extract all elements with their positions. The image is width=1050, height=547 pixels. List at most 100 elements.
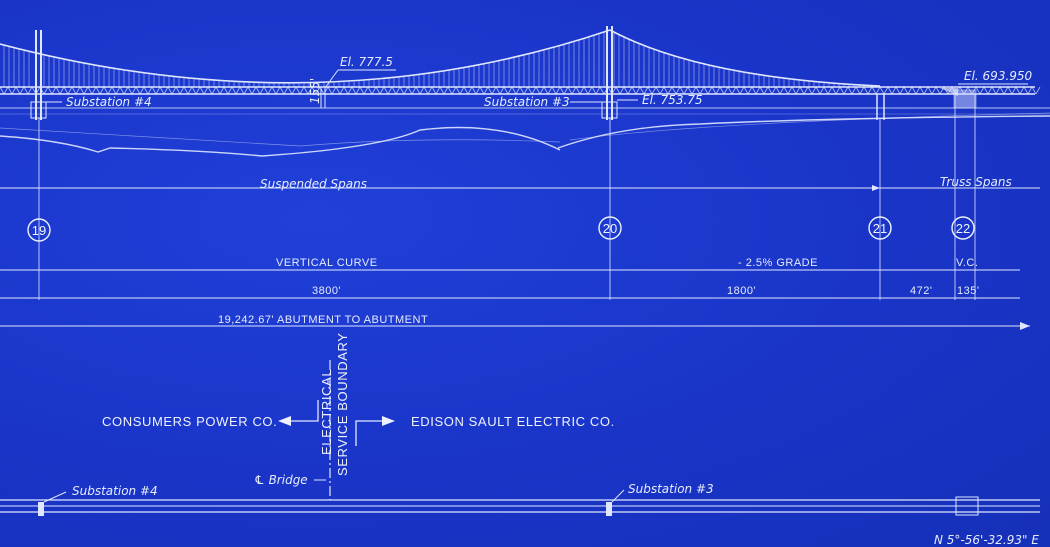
truss-web-member — [51, 86, 57, 95]
elevation-top-label: El. 777.5 — [340, 55, 393, 69]
truss-web-member — [723, 86, 729, 95]
truss-web-member — [1007, 86, 1013, 95]
truss-web-member — [411, 86, 417, 95]
truss-web-member — [11, 86, 17, 95]
truss-web-member — [147, 86, 153, 95]
plan-substation-4-label: Substation #4 — [72, 484, 158, 498]
truss-web-member — [599, 86, 605, 95]
truss-web-member — [807, 86, 813, 95]
truss-web-member — [863, 86, 869, 95]
truss-web-member — [87, 86, 93, 95]
truss-web-member — [367, 86, 373, 95]
truss-web-member — [871, 86, 877, 95]
truss-web-member — [799, 86, 805, 95]
truss-web-member — [219, 86, 225, 95]
truss-web-member — [623, 86, 629, 95]
truss-web-member — [95, 86, 101, 95]
truss-web-member — [887, 86, 893, 95]
vc-label: V.C. — [956, 257, 978, 269]
bridge-elevation: 155' El. 777.5 Substation #4 Substation … — [0, 26, 1050, 157]
truss-web-member — [283, 86, 289, 95]
bearing-label: N 5°-56'-32.93" E — [934, 533, 1039, 547]
truss-web-member — [331, 86, 337, 95]
truss-web-member — [755, 86, 761, 95]
truss-web-member — [3, 86, 9, 95]
truss-web-member — [195, 86, 201, 95]
truss-web-member — [115, 86, 121, 95]
truss-web-member — [99, 86, 105, 95]
truss-web-member — [239, 86, 245, 95]
truss-web-member — [295, 86, 301, 95]
truss-web-member — [303, 86, 309, 95]
truss-web-member — [819, 86, 825, 95]
truss-web-member — [1027, 86, 1033, 95]
truss-web-member — [743, 86, 749, 95]
truss-web-member — [155, 86, 161, 95]
truss-web-member — [55, 86, 61, 95]
truss-web-member — [419, 86, 425, 95]
truss-web-member — [255, 86, 261, 95]
pier-bubble-22: 22 — [951, 216, 975, 240]
truss-web-member — [291, 86, 297, 95]
truss-web-member — [991, 86, 997, 95]
truss-web-member — [787, 86, 793, 95]
truss-web-member — [895, 86, 901, 95]
truss-web-member — [307, 86, 313, 95]
truss-web-member — [359, 86, 365, 95]
truss-pier-22 — [940, 88, 977, 109]
truss-web-member — [823, 86, 829, 95]
truss-web-member — [619, 86, 625, 95]
truss-web-member — [71, 86, 77, 95]
truss-web-member — [735, 86, 741, 95]
truss-web-member — [1003, 86, 1009, 95]
truss-web-member — [775, 86, 781, 95]
truss-web-member — [899, 86, 905, 95]
truss-web-member — [247, 86, 253, 95]
truss-web-member — [159, 86, 165, 95]
truss-web-member — [503, 86, 509, 95]
truss-web-member — [555, 86, 561, 95]
truss-web-member — [167, 86, 173, 95]
truss-web-member — [595, 86, 601, 95]
truss-web-member — [91, 86, 97, 95]
plan-substation-3-label: Substation #3 — [628, 482, 714, 496]
truss-web-member — [779, 86, 785, 95]
truss-web-member — [835, 86, 841, 95]
truss-web-member — [579, 86, 585, 95]
truss-web-member — [1015, 86, 1021, 95]
truss-web-member — [1031, 86, 1037, 95]
truss-web-member — [791, 86, 797, 95]
truss-web-member — [183, 86, 189, 95]
truss-web-member — [659, 86, 665, 95]
truss-web-member — [427, 86, 433, 95]
truss-web-member — [739, 86, 745, 95]
truss-web-member — [203, 86, 209, 95]
truss-web-member — [187, 86, 193, 95]
truss-web-member — [995, 86, 1001, 95]
truss-web-member — [231, 86, 237, 95]
tower-20 — [601, 26, 618, 120]
truss-web-member — [695, 86, 701, 95]
truss-web-member — [447, 86, 453, 95]
deck-truss — [0, 86, 1041, 95]
boundary-title-line1: ELECTRICAL — [319, 369, 334, 455]
truss-web-member — [363, 86, 369, 95]
truss-web-member — [615, 86, 621, 95]
truss-web-member — [407, 86, 413, 95]
truss-web-member — [211, 86, 217, 95]
truss-web-member — [547, 86, 553, 95]
truss-web-member — [63, 86, 69, 95]
truss-web-member — [919, 86, 925, 95]
truss-web-member — [663, 86, 669, 95]
truss-web-member — [487, 86, 493, 95]
truss-web-member — [259, 86, 265, 95]
truss-web-member — [483, 86, 489, 95]
truss-web-member — [263, 86, 269, 95]
truss-web-member — [215, 86, 221, 95]
truss-web-member — [523, 86, 529, 95]
truss-web-member — [543, 86, 549, 95]
truss-web-member — [103, 86, 109, 95]
length-472-label: 472' — [910, 285, 932, 297]
truss-web-member — [47, 86, 53, 95]
electrical-boundary: CONSUMERS POWER CO. EDISON SAULT ELECTRI… — [102, 333, 614, 500]
